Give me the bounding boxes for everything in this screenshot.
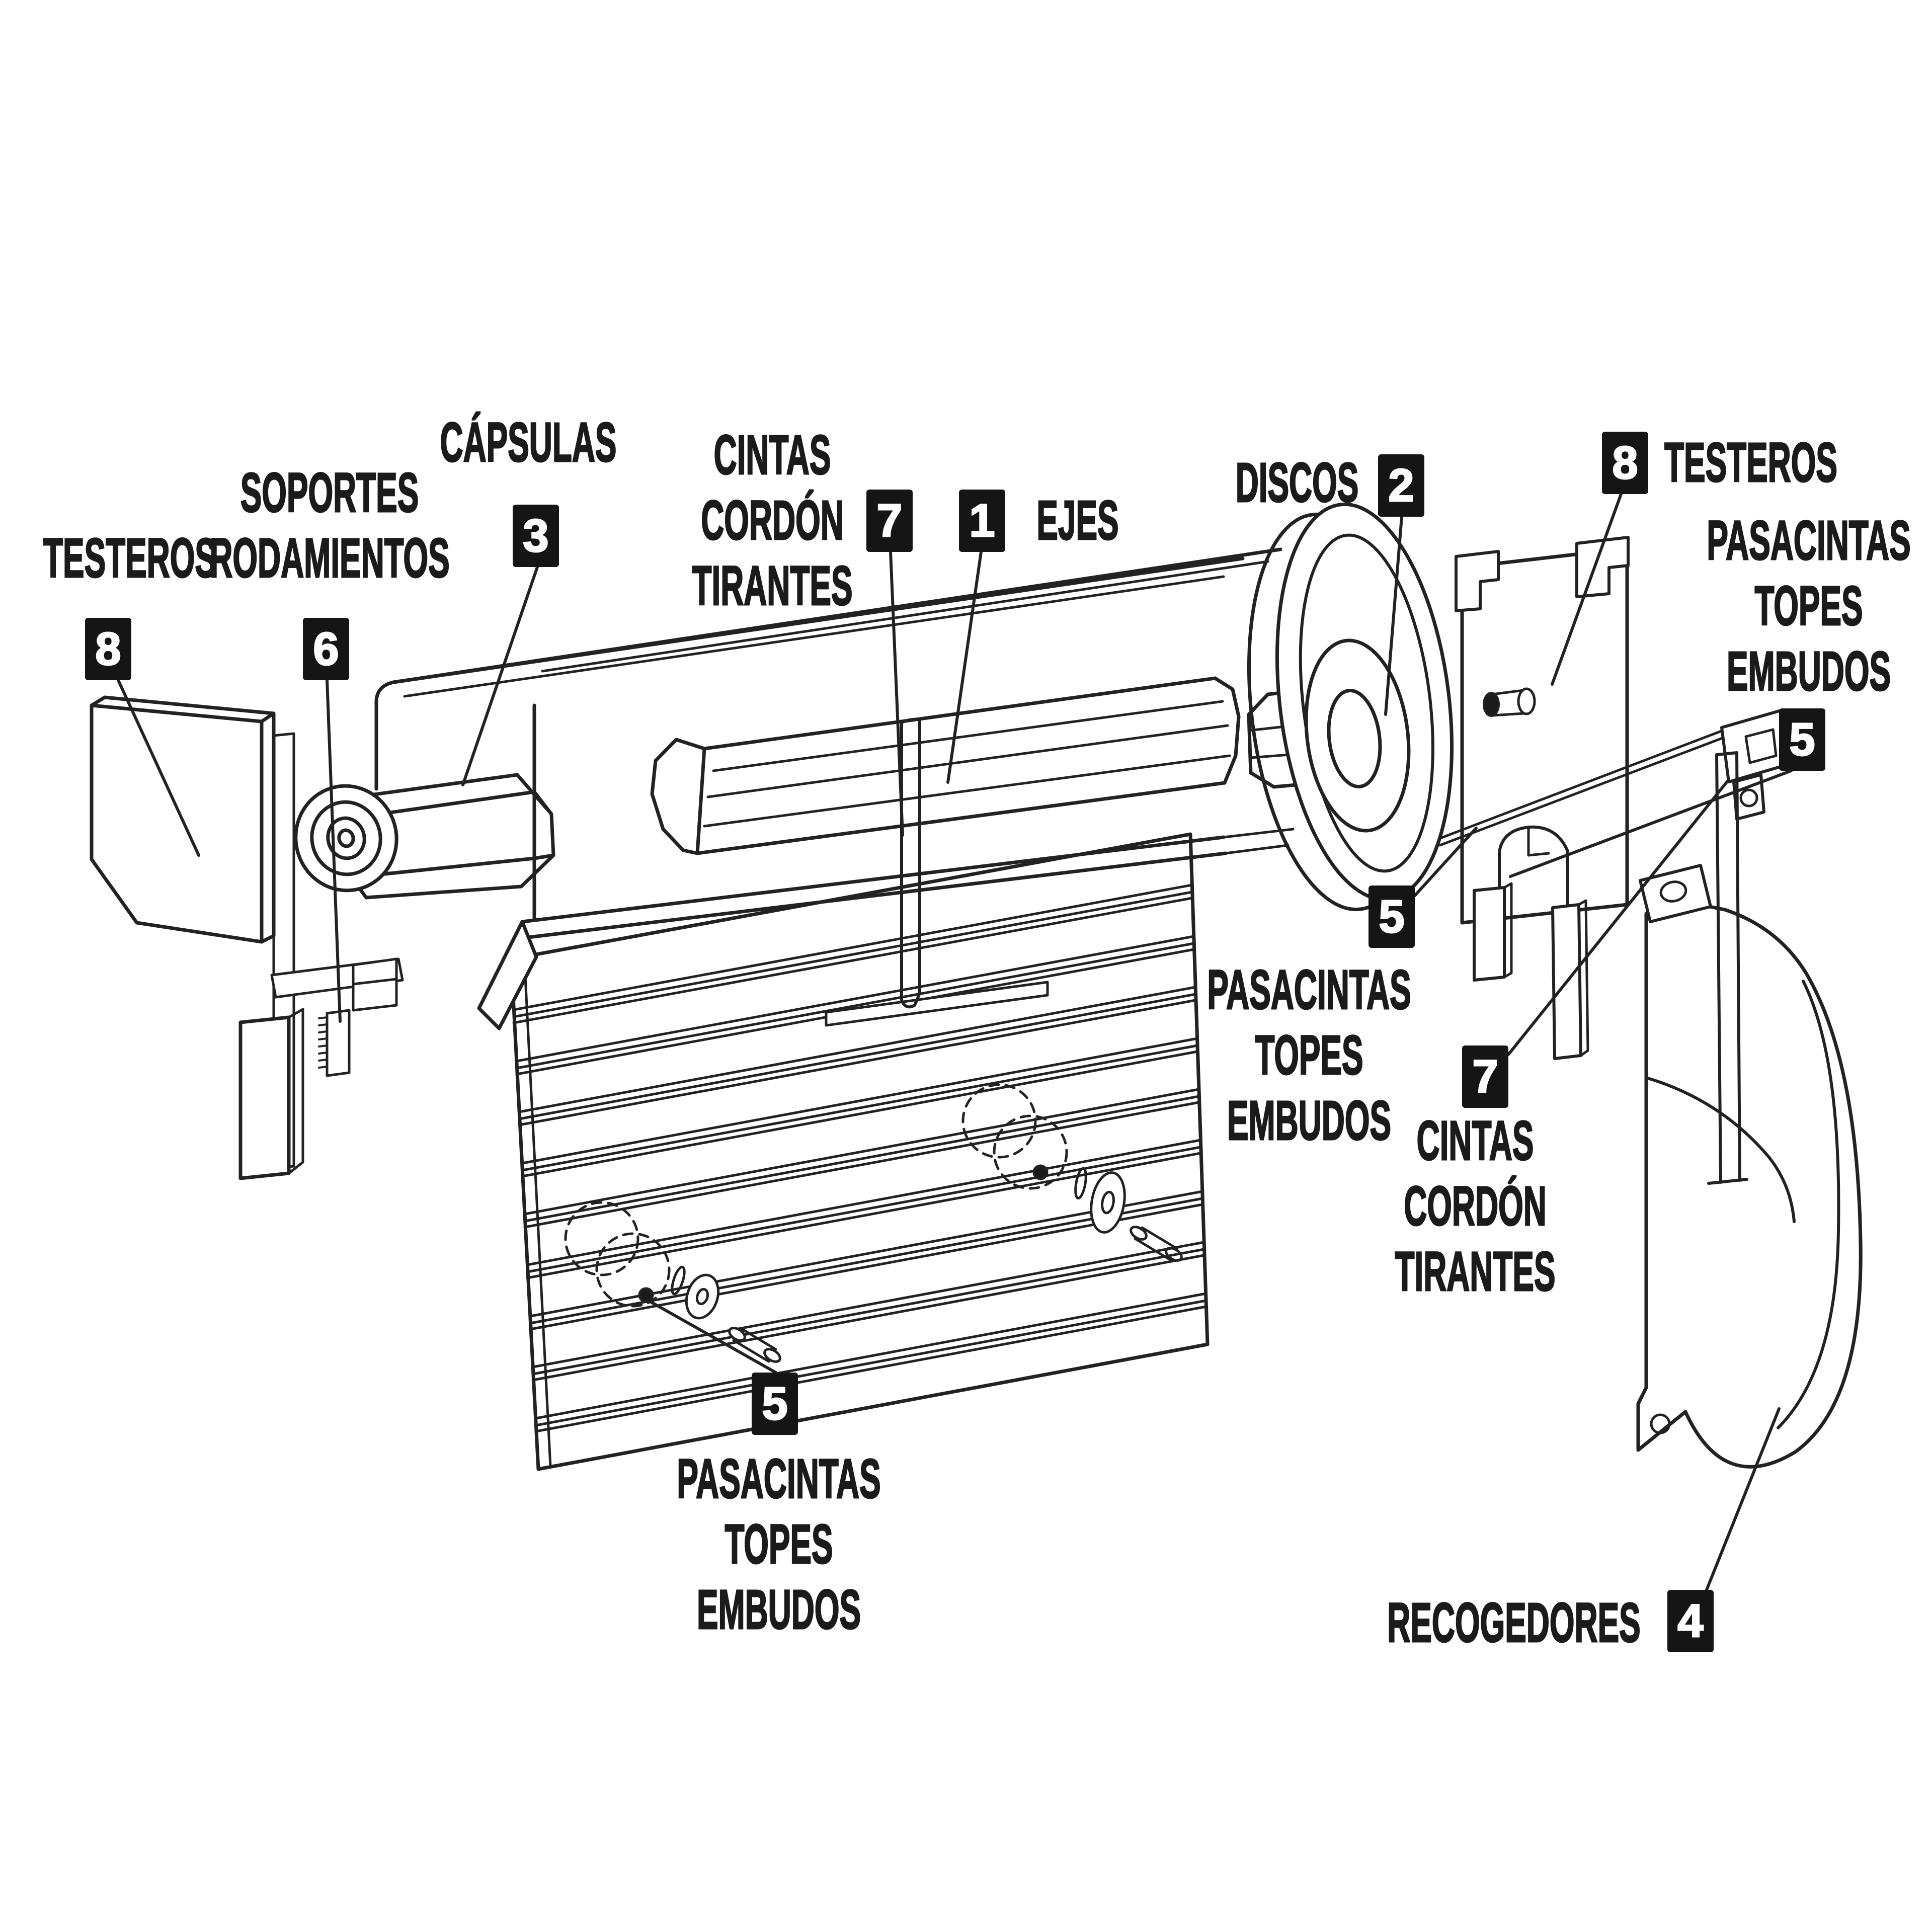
label-pasacintas-right: PASACINTAS TOPES EMBUDOS [1706,508,1911,704]
label-line: EJES [1036,489,1119,552]
label-line: CINTAS [1416,1109,1534,1173]
tape-winder-drawing [1636,864,1863,1469]
label-line: EMBUDOS [1227,1089,1392,1153]
leader-cintas-right [1507,779,1729,1056]
housing-box-drawing [374,547,1295,1030]
label-line: PASACINTAS [1706,509,1911,573]
left-endplate-drawing [90,695,404,1180]
label-line: TIRANTES [692,554,853,618]
ghost-markers-drawing [564,1083,1068,1308]
label-line: CORDÓN [1403,1175,1547,1238]
label-cintas-top: CINTAS CORDÓN TIRANTES [692,423,853,619]
badge-cintas-top: 7 [866,490,913,552]
badge-discos: 2 [1378,454,1424,517]
label-ejes: EJES [1036,488,1119,553]
leader-ejes [946,550,983,784]
leader-discos [1384,515,1403,716]
badge-capsulas: 3 [513,505,559,567]
label-testeros-left: TESTEROS [43,526,217,591]
axle-drawing [650,676,1241,1009]
badge-testeros-left: 8 [85,618,131,680]
badge-soportes-rodamientos: 6 [303,618,349,680]
washers-pins-drawing [638,1164,1183,1363]
leader-testeros-left [117,679,200,857]
label-line: TESTEROS [43,527,217,590]
leader-pasacintas-bottom [650,1301,777,1374]
badge-ejes: 1 [959,490,1005,552]
label-line: TESTEROS [1664,431,1838,495]
label-line: TOPES [725,1513,834,1576]
label-line: RECOGEDORES [1387,1591,1641,1655]
tape-guide-rod-drawing [1437,729,1725,847]
label-testeros-right: TESTEROS [1664,430,1838,496]
leader-lines [117,493,1793,1591]
label-line: DISCOS [1235,451,1359,515]
label-line: TIRANTES [1395,1240,1556,1304]
label-soportes-rodamientos: SOPORTES RODAMIENTOS [209,460,450,591]
label-line: EMBUDOS [1726,640,1891,703]
leader-pasacintas-right [1509,769,1793,878]
strap-drawing [1707,751,1748,1185]
leader-recogedores [1705,1407,1781,1591]
label-line: EMBUDOS [696,1578,861,1642]
label-line: CÁPSULAS [440,411,617,474]
label-line: RODAMIENTOS [209,527,450,590]
pasacintas-bracket-drawing [1720,709,1789,821]
label-line: TOPES [1754,575,1864,638]
label-pasacintas-bottom: PASACINTAS TOPES EMBUDOS [676,1446,881,1643]
right-endplate-drawing [1455,536,1630,1060]
leader-pasacintas-mid [1413,827,1478,897]
badge-testeros-right: 8 [1602,432,1648,494]
badge-pasacintas-bottom: 5 [752,1373,798,1435]
label-line: CORDÓN [700,489,844,552]
badge-pasacintas-mid: 5 [1369,886,1415,948]
leader-cintas-top [889,550,904,837]
leader-capsulas [461,566,539,786]
label-recogedores: RECOGEDORES [1387,1590,1641,1656]
label-line: PASACINTAS [676,1447,881,1511]
label-line: TOPES [1255,1024,1364,1087]
label-pasacintas-mid: PASACINTAS TOPES EMBUDOS [1206,957,1411,1154]
label-line: CINTAS [713,424,831,487]
label-discos: DISCOS [1235,450,1359,516]
badge-recogedores: 4 [1667,1590,1714,1652]
shutter-curtain-drawing [509,832,1210,1471]
badge-cintas-right: 7 [1462,1045,1508,1108]
badge-pasacintas-right: 5 [1779,708,1825,771]
leader-testeros-right [1551,493,1623,686]
label-capsulas: CÁPSULAS [440,410,617,475]
label-line: PASACINTAS [1206,958,1411,1022]
label-cintas-right: CINTAS CORDÓN TIRANTES [1395,1108,1556,1305]
leader-soportes [326,679,342,1023]
label-line: SOPORTES [240,461,419,525]
capsule-drawing [294,773,555,900]
